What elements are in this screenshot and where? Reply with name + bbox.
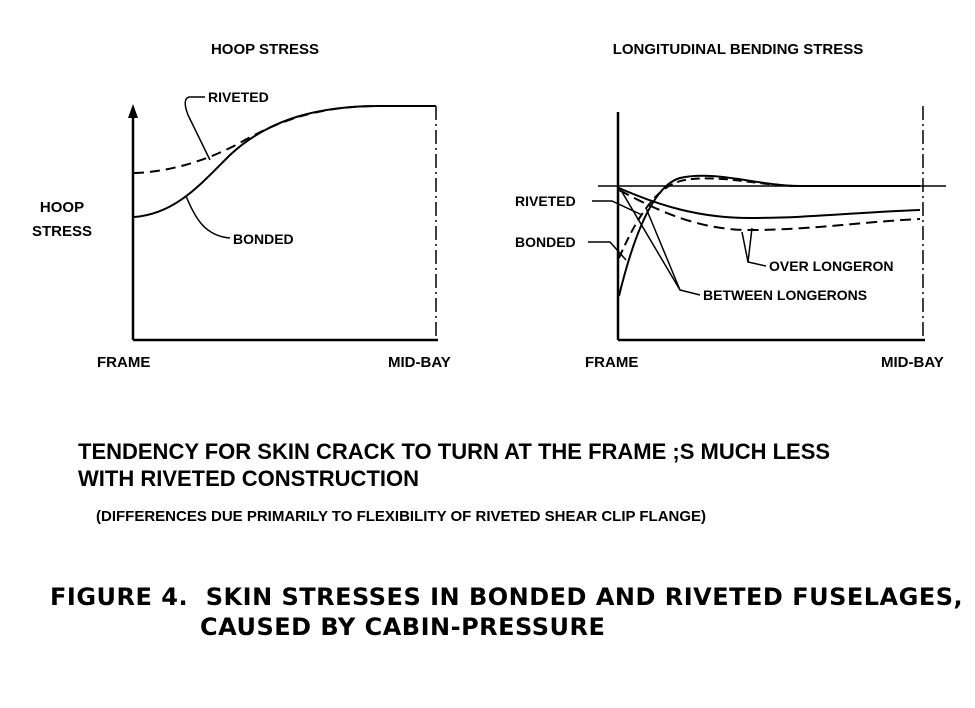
hoop-riveted-curve <box>133 105 381 174</box>
hoop-y-axis-arrowhead <box>128 104 138 118</box>
bending-bonded-between-curve <box>618 174 920 297</box>
bending-bonded-label: BONDED <box>515 234 576 250</box>
bending-frame-label: FRAME <box>585 354 638 371</box>
bending-midbay-label: MID-BAY <box>881 354 944 371</box>
hoop-bonded-leader <box>185 195 231 239</box>
over-longeron-leader <box>741 231 767 267</box>
hoop-riveted-leader <box>184 96 211 161</box>
figure-caption-line2: CAUSED BY CABIN-PRESSURE <box>200 613 606 641</box>
conclusion-line1: TENDENCY FOR SKIN CRACK TO TURN AT THE F… <box>78 439 831 464</box>
hoop-y-label-line1: HOOP <box>40 199 84 216</box>
bending-bonded-over-curve <box>618 187 921 220</box>
hoop-bonded-label: BONDED <box>233 231 294 247</box>
conclusion-text: TENDENCY FOR SKIN CRACK TO TURN AT THE F… <box>78 438 968 492</box>
hoop-frame-label: FRAME <box>97 354 150 371</box>
hoop-y-label-line2: STRESS <box>32 223 92 240</box>
figure-caption: FIGURE 4. SKIN STRESSES IN BONDED AND RI… <box>50 582 963 642</box>
bending-stress-title: LONGITUDINAL BENDING STRESS <box>613 41 864 58</box>
figure-caption-line1: FIGURE 4. SKIN STRESSES IN BONDED AND RI… <box>50 583 964 611</box>
hoop-bonded-curve <box>133 105 436 218</box>
bending-riveted-between-curve <box>618 177 801 259</box>
over-longeron-leader-2 <box>747 227 753 263</box>
hoop-stress-panel: HOOP STRESS HOOP STRESS RIVETED BONDED F… <box>32 41 451 371</box>
hoop-midbay-label: MID-BAY <box>388 354 451 371</box>
between-longerons-leader <box>645 207 701 296</box>
between-longerons-leader-2 <box>621 191 681 291</box>
between-longerons-label: BETWEEN LONGERONS <box>703 287 867 303</box>
bending-bonded-leader <box>588 241 627 261</box>
hoop-stress-title: HOOP STRESS <box>211 41 319 58</box>
bending-riveted-over-curve <box>618 189 921 232</box>
over-longeron-label: OVER LONGERON <box>769 258 893 274</box>
bending-stress-panel: LONGITUDINAL BENDING STRESS RIVETED BOND… <box>515 41 946 371</box>
conclusion-note: (DIFFERENCES DUE PRIMARILY TO FLEXIBILIT… <box>96 508 707 525</box>
bending-riveted-label: RIVETED <box>515 193 576 209</box>
conclusion-line2: WITH RIVETED CONSTRUCTION <box>78 466 419 491</box>
hoop-riveted-label: RIVETED <box>208 89 269 105</box>
